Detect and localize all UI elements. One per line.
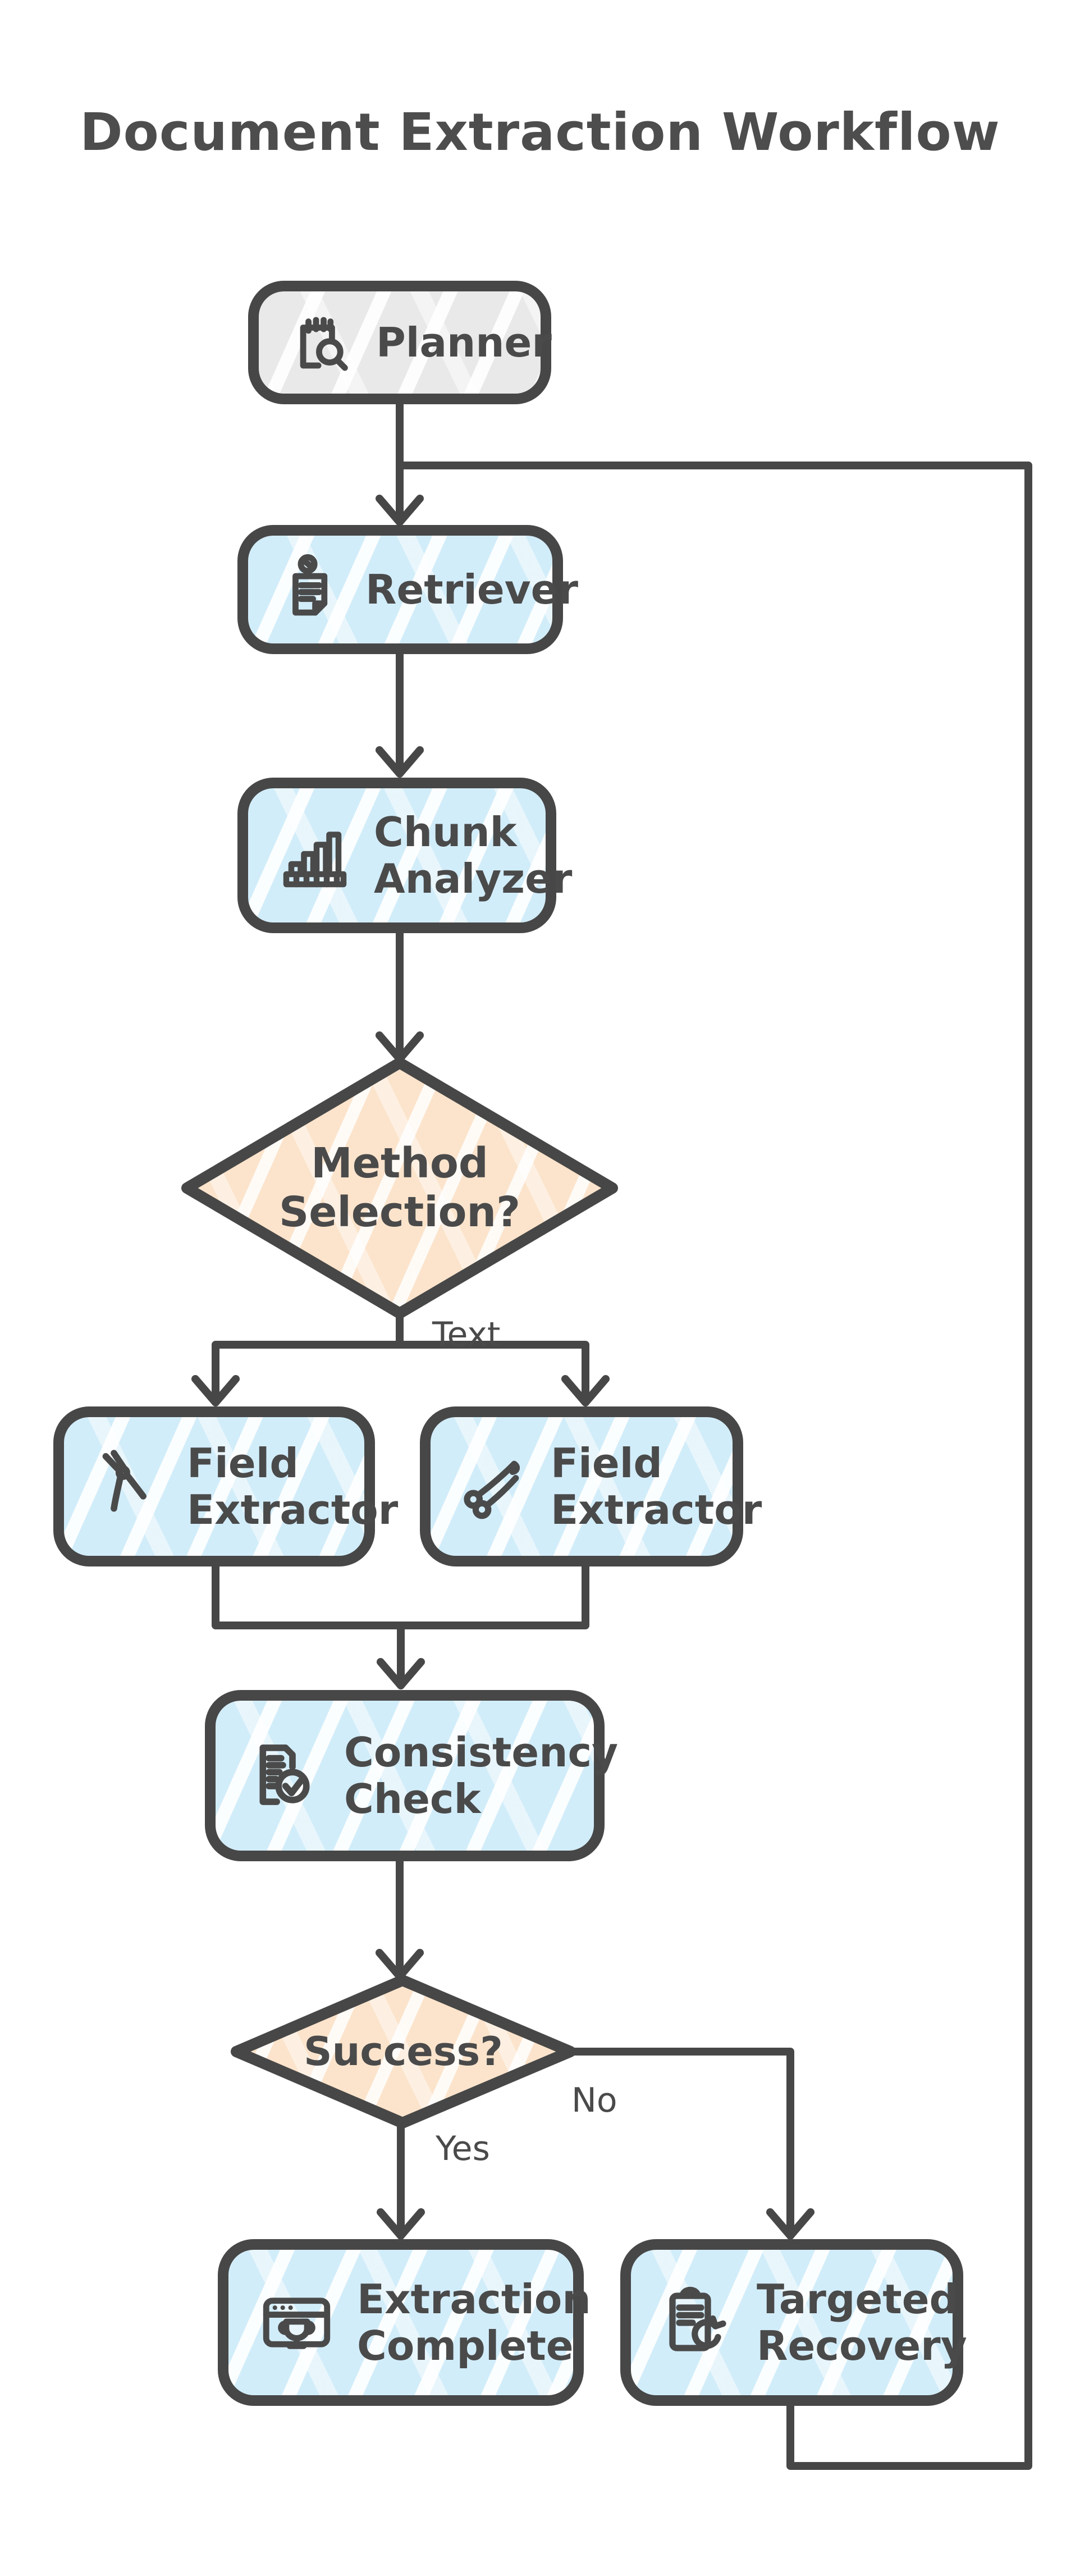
node-consistency-check: Consistency Check (205, 1690, 618, 1861)
node-chunk-analyzer: Chunk Analyzer (237, 778, 572, 933)
edge-extractors-consistency-check (212, 1561, 589, 1689)
edge-planner-retriever (376, 399, 424, 526)
edge-label-yes: Yes (436, 2129, 490, 2168)
edge-label-no: No (571, 2081, 617, 2120)
node-method-selection: Method Selection? (278, 1139, 521, 1236)
document-check-icon (240, 1732, 327, 1819)
edge-success-extraction-complete (377, 2120, 425, 2240)
node-planner: Planner (248, 281, 552, 404)
edge-method-selection-extractors (191, 1309, 610, 1406)
node-label: Planner (376, 318, 552, 366)
node-label: Retriever (365, 565, 578, 613)
node-label: Extraction Complete (357, 2276, 591, 2369)
edge-label-text: Text (432, 1315, 501, 1354)
page-title: Document Extraction Workflow (80, 102, 1000, 162)
scissors-icon (455, 1447, 534, 1526)
node-retriever: Retriever (237, 525, 578, 654)
node-extraction-complete: Extraction Complete (218, 2239, 591, 2406)
node-label: Field Extractor (187, 1440, 399, 1533)
edge-success-targeted-recovery (566, 2048, 814, 2240)
trophy-window-icon (253, 2279, 340, 2366)
node-label: Field Extractor (551, 1440, 762, 1533)
edge-chunk-analyzer-method-selection (376, 928, 424, 1063)
node-label: Consistency Check (344, 1729, 619, 1823)
node-label: Chunk Analyzer (374, 809, 573, 902)
clipboard-refresh-icon (656, 2281, 740, 2365)
edge-retriever-chunk-analyzer (376, 649, 424, 778)
notepad-search-icon (283, 305, 359, 381)
pliers-icon (89, 1446, 170, 1527)
pinned-document-icon (273, 552, 349, 628)
node-label: Targeted Recovery (757, 2276, 967, 2369)
node-targeted-recovery: Targeted Recovery (620, 2239, 967, 2406)
node-field-extractor-right: Field Extractor (420, 1406, 762, 1566)
edge-consistency-check-success (376, 1857, 424, 1980)
node-success: Success? (304, 2028, 503, 2075)
bar-chart-icon (273, 814, 357, 898)
node-field-extractor-left: Field Extractor (53, 1406, 398, 1566)
